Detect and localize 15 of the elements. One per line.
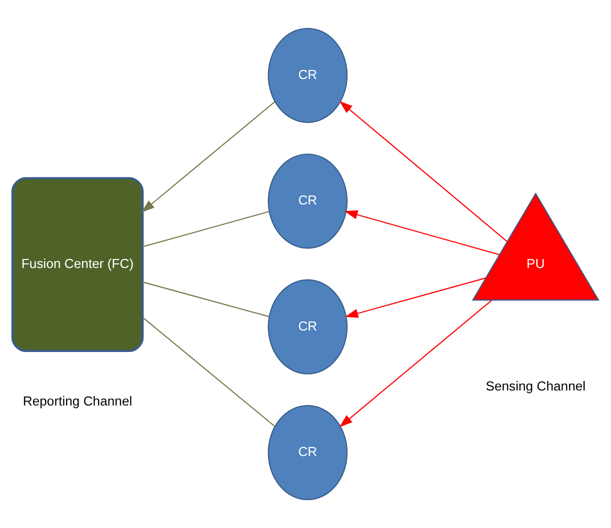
- arrow: [344, 210, 500, 256]
- arrow: [339, 101, 508, 242]
- arrow: [141, 101, 276, 212]
- node-ellipse: CR: [268, 154, 348, 249]
- arrow: [344, 278, 486, 318]
- node-ellipse: CR: [268, 405, 348, 500]
- node-ellipse: CR: [268, 28, 348, 123]
- arrow: [339, 300, 492, 428]
- node-box: Fusion Center (FC): [11, 177, 144, 352]
- label: Reporting Channel: [22, 394, 132, 409]
- connector: [142, 317, 276, 427]
- connector: [142, 210, 270, 248]
- connector: [142, 282, 270, 318]
- label: Sensing Channel: [486, 378, 586, 394]
- node-ellipse: CR: [268, 279, 348, 374]
